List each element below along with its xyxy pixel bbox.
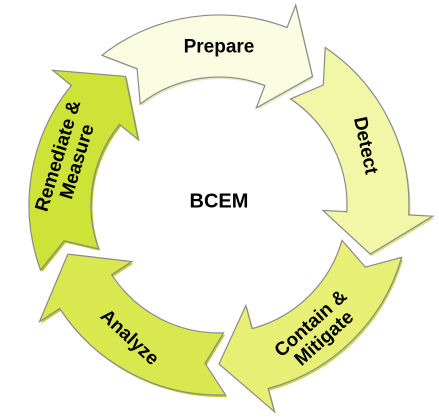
center-label: BCEM [190, 190, 249, 212]
label-prepare-line-0: Prepare [184, 37, 255, 58]
arrow-remediate [28, 69, 140, 272]
label-prepare: Prepare [184, 37, 255, 58]
arrow-prepare [100, 3, 314, 110]
arrow-contain [218, 239, 403, 414]
arrow-detect [289, 46, 435, 255]
arrow-analyze [38, 253, 227, 396]
